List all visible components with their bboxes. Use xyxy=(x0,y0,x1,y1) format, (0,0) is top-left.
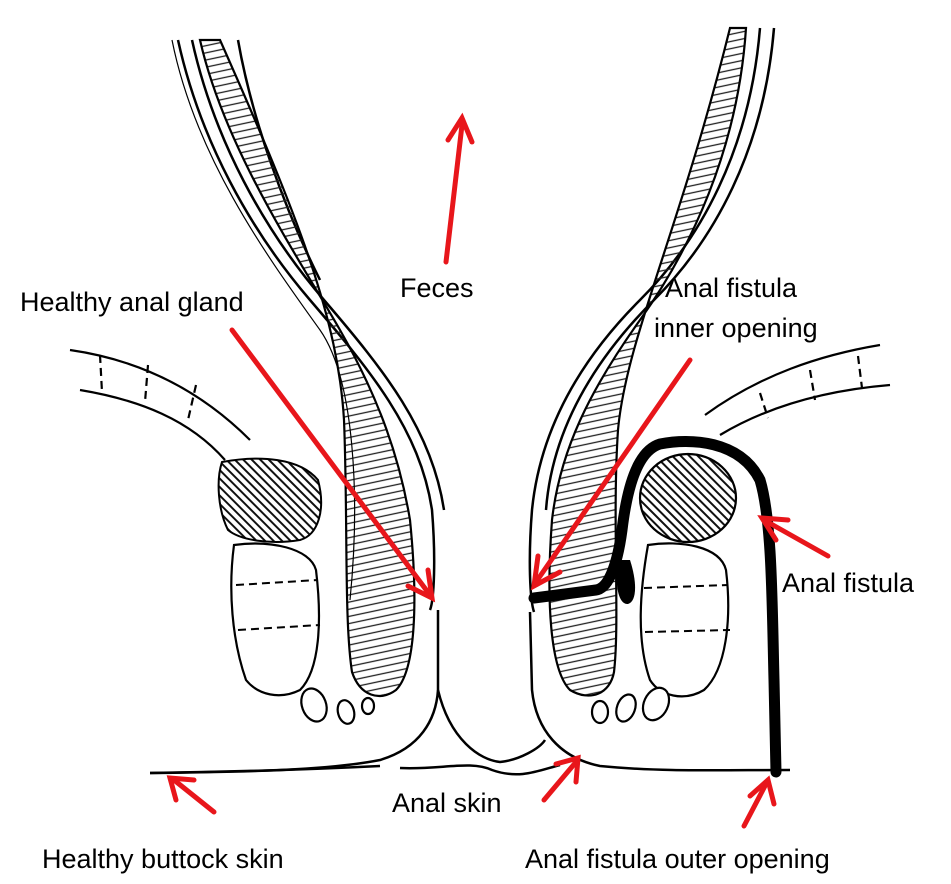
arrowhead-feces xyxy=(445,112,475,145)
left-internal-sphincter xyxy=(198,38,416,698)
label-fistula-inner-opening-line2: inner opening xyxy=(654,313,818,343)
left-deep-sphincter-hatched xyxy=(217,457,323,543)
arrowhead-fistula-outer-opening xyxy=(747,775,777,807)
annotation-arrows xyxy=(166,112,831,829)
arrowhead-healthy-buttock-skin xyxy=(166,775,197,803)
label-fistula-outer-opening: Anal fistula outer opening xyxy=(525,844,830,874)
right-levator xyxy=(704,343,891,436)
arrowhead-anal-skin xyxy=(553,754,581,785)
arrow-feces xyxy=(443,122,465,265)
label-anal-fistula: Anal fistula xyxy=(782,568,915,598)
label-anal-skin: Anal skin xyxy=(392,788,502,818)
arrow-anal-skin xyxy=(541,759,579,803)
label-fistula-inner-opening-line1: Anal fistula xyxy=(665,273,798,303)
arrowhead-anal-fistula xyxy=(757,515,791,543)
arrowhead-fistula-inner-opening xyxy=(530,553,563,591)
right-deep-sphincter-hatched xyxy=(638,452,738,544)
arrow-fistula-inner-opening xyxy=(533,357,693,585)
right-internal-sphincter xyxy=(548,26,748,697)
right-sphincter-dividers xyxy=(643,584,731,633)
arrow-healthy-anal-gland xyxy=(229,327,433,598)
arrowhead-healthy-anal-gland xyxy=(405,567,436,603)
fistula-drop xyxy=(616,560,636,605)
label-healthy-anal-gland: Healthy anal gland xyxy=(20,287,244,317)
left-levator xyxy=(69,348,251,461)
label-healthy-buttock-skin: Healthy buttock skin xyxy=(42,844,284,874)
left-small-ovals xyxy=(300,687,376,725)
arrow-healthy-buttock-skin xyxy=(171,777,217,815)
anal-canal-outline xyxy=(149,610,791,776)
right-small-ovals xyxy=(590,686,671,725)
label-feces: Feces xyxy=(400,273,474,303)
left-sphincter-dividers xyxy=(235,579,321,631)
left-external-sphincter xyxy=(230,542,321,697)
arrow-fistula-outer-opening xyxy=(741,781,769,829)
arrow-anal-fistula xyxy=(761,517,831,559)
fistula-tract xyxy=(528,435,782,778)
right-external-sphincter xyxy=(639,542,730,698)
healthy-buttock-skin-line xyxy=(149,764,381,775)
